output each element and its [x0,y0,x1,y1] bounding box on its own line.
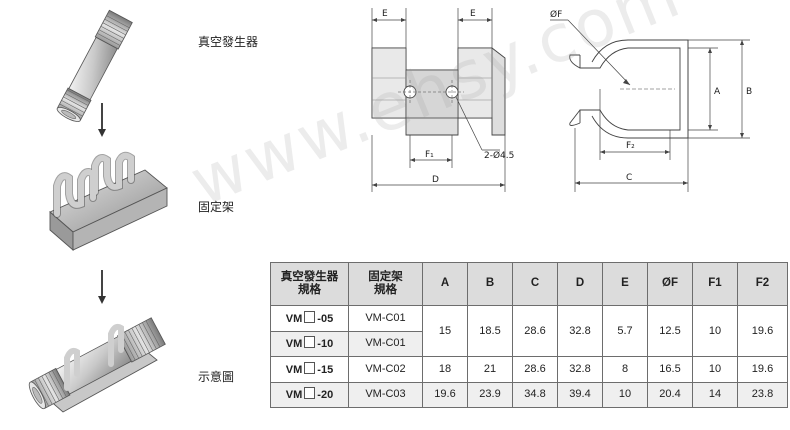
model-cell: VM-10 [270,330,349,357]
value-cell-c: 28.6 [512,356,558,383]
vacuum-generator-image [56,9,133,122]
value-cell-f1: 10 [692,305,738,357]
header-bracket-spec: 固定架 規格 [348,262,423,306]
arrow-down-icon [98,296,106,304]
value-cell-e: 5.7 [602,305,648,357]
header-f-diameter: ØF [647,262,693,306]
bracket-side-view-drawing: ØF A B F₂ C [550,9,752,192]
value-cell-e: 8 [602,356,648,383]
value-cell-d: 32.8 [557,356,603,383]
header-f2: F2 [737,262,788,306]
table-row: VM-10 VM-C01 [270,330,788,357]
step-label-bracket: 固定架 [198,200,235,214]
dim-label-a: A [714,87,721,97]
value-cell-c: 34.8 [512,381,558,408]
value-cell-f2: 23.8 [737,381,788,408]
model-cell: VM-15 [270,356,349,383]
header-f1: F1 [692,262,738,306]
model-cell: VM-05 [270,305,349,332]
arrow-down-icon [98,129,106,137]
value-cell-f1: 10 [692,356,738,383]
assembled-image [28,317,166,413]
dim-label-d: D [432,175,439,185]
hole-callout: 2-Ø4.5 [484,150,514,161]
value-cell-c: 28.6 [512,305,558,357]
value-cell-d: 39.4 [557,381,603,408]
value-cell-f-diameter: 16.5 [647,356,693,383]
value-cell-d: 32.8 [557,305,603,357]
dim-label-b: B [746,87,752,97]
header-e: E [602,262,648,306]
bracket-cell: VM-C02 [348,356,423,383]
model-cell: VM-20 [270,381,349,408]
header-c: C [512,262,558,306]
value-cell-f-diameter: 12.5 [647,305,693,357]
table-row: VM-15 VM-C02 18 21 28.6 32.8 8 16.5 10 1… [270,356,788,383]
dim-label-e-left: E [382,9,388,19]
table-header-row: 真空發生器 規格 固定架 規格 A B C D E ØF F1 F2 [270,262,788,306]
flow-arrow-2 [101,270,103,298]
dim-label-f2: F₂ [626,141,635,151]
bracket-cell: VM-C03 [348,381,423,408]
value-cell-f2: 19.6 [737,356,788,383]
step-label-assembly: 示意圖 [198,370,235,384]
value-cell-f2: 19.6 [737,305,788,357]
flow-arrow-1 [101,103,103,131]
header-d: D [557,262,603,306]
header-a: A [422,262,468,306]
dim-label-f1: F₁ [425,150,434,160]
bracket-cell: VM-C01 [348,330,423,357]
value-cell-f-diameter: 20.4 [647,381,693,408]
dim-label-e-right: E [470,9,476,19]
value-cell-b: 18.5 [467,305,513,357]
value-cell-a: 18 [422,356,468,383]
value-cell-f1: 14 [692,381,738,408]
bracket-cell: VM-C01 [348,305,423,332]
table-row: VM-20 VM-C03 19.6 23.9 34.8 39.4 10 20.4… [270,381,788,408]
header-generator-spec: 真空發生器 規格 [270,262,349,306]
bracket-front-view-drawing: E E F₁ 2-Ø4.5 D [371,8,514,192]
bracket-image [49,151,168,251]
value-cell-e: 10 [602,381,648,408]
value-cell-b: 23.9 [467,381,513,408]
value-cell-b: 21 [467,356,513,383]
value-cell-a: 15 [422,305,468,357]
spec-table: 真空發生器 規格 固定架 規格 A B C D E ØF F1 F2 VM-05… [270,262,788,408]
dim-label-diameter-f: ØF [550,9,562,20]
dim-label-c: C [626,173,632,183]
header-b: B [467,262,513,306]
value-cell-a: 19.6 [422,381,468,408]
step-label-vacuum-generator: 真空發生器 [198,35,259,49]
table-row: VM-05 VM-C01 15 18.5 28.6 32.8 5.7 12.5 … [270,305,788,357]
